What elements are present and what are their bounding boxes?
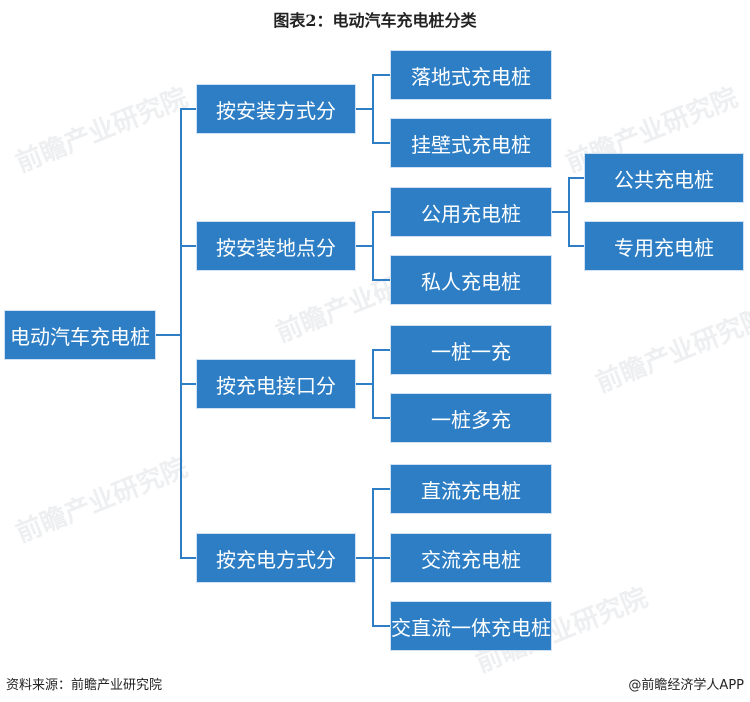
connector-line [372,211,374,281]
connector-line [356,108,372,110]
watermark: 前瞻产业研究院 [591,302,750,399]
connector-line [372,211,390,213]
connector-line [372,142,390,144]
connector-line [180,108,196,110]
subleaf-node: 公共充电桩 [584,153,744,203]
connector-line [372,488,390,490]
leaf-node: 挂壁式充电桩 [390,118,552,168]
connector-line [356,557,372,559]
connector-line [552,211,568,213]
category-node: 按安装方式分 [196,84,356,134]
watermark: 前瞻产业研究院 [11,452,192,549]
source-note: 资料来源：前瞻产业研究院 [6,678,163,693]
connector-line [356,383,372,385]
connector-line [372,279,390,281]
chart-title: 图表2：电动汽车充电桩分类 [273,11,477,30]
category-node: 按安装地点分 [196,221,356,271]
root-node: 电动汽车充电桩 [4,310,156,360]
category-node: 按充电方式分 [196,533,356,583]
connector-line [372,349,390,351]
connector-line [372,349,374,419]
leaf-node: 落地式充电桩 [390,50,552,100]
leaf-node: 一桩一充 [390,325,552,375]
watermark: 前瞻产业研究院 [11,82,192,179]
connector-line [568,177,570,247]
connector-line [180,108,182,559]
connector-line [180,245,196,247]
leaf-node: 交流充电桩 [390,533,552,583]
connector-line [372,625,390,627]
connector-line [568,177,584,179]
leaf-node: 直流充电桩 [390,464,552,514]
leaf-node: 私人充电桩 [390,255,552,305]
connector-line [372,557,390,559]
connector-line [156,334,180,336]
connector-line [180,383,196,385]
category-node: 按充电接口分 [196,359,356,409]
connector-line [568,245,584,247]
connector-line [372,417,390,419]
connector-line [372,74,390,76]
leaf-node: 公用充电桩 [390,187,552,237]
connector-line [356,245,372,247]
credit-note: @前瞻经济学人APP [628,678,744,693]
connector-line [180,557,196,559]
leaf-node: 交直流一体充电桩 [390,601,552,651]
connector-line [372,74,374,144]
leaf-node: 一桩多充 [390,393,552,443]
subleaf-node: 专用充电桩 [584,221,744,271]
